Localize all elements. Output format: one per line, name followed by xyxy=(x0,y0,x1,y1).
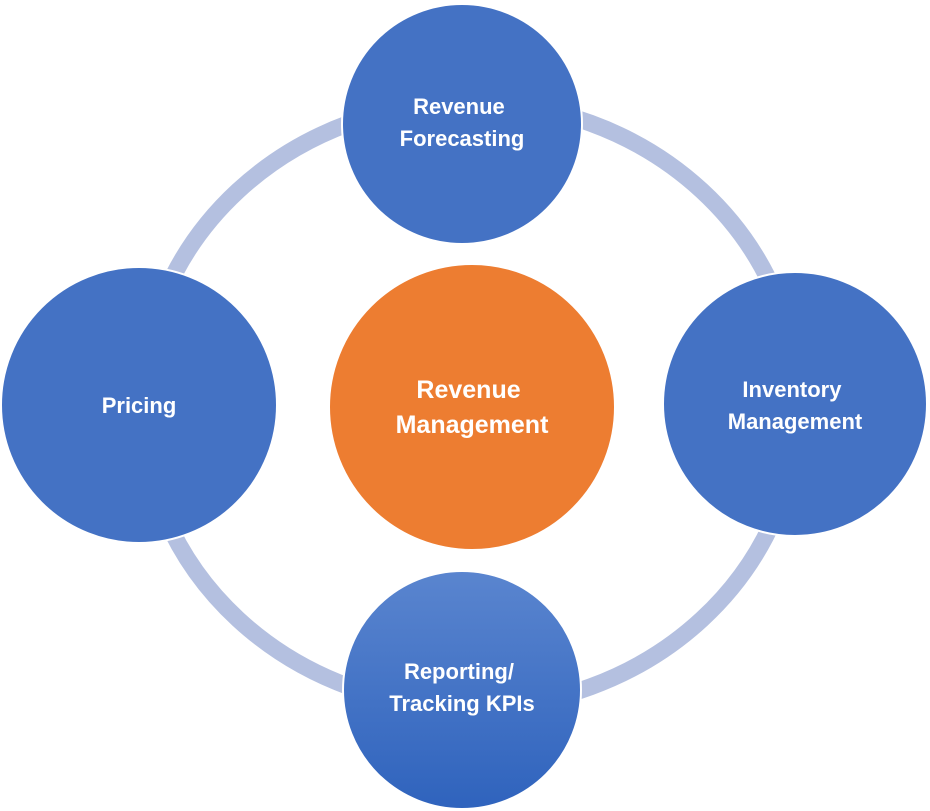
node-reporting-tracking-kpis-circle xyxy=(342,570,582,810)
node-reporting-tracking-kpis-label-line-2: Tracking KPIs xyxy=(389,691,535,716)
node-revenue-management-circle xyxy=(328,263,616,551)
node-reporting-tracking-kpis: Reporting/ Tracking KPIs xyxy=(342,570,582,810)
svg-text:Inventory Management: Inventory Management xyxy=(728,377,863,434)
node-pricing-label-line-1: Pricing xyxy=(102,393,177,418)
node-inventory-management-label-line-2: Management xyxy=(728,409,863,434)
node-revenue-management-label-line-1: Revenue xyxy=(416,376,520,404)
node-reporting-tracking-kpis-label-line-1: Reporting/ xyxy=(404,659,514,684)
svg-text:Revenue Management: Revenue Management xyxy=(396,376,549,439)
node-inventory-management-circle xyxy=(662,271,928,537)
svg-text:Reporting/ Tracking KPIs: Reporting/ Tracking KPIs xyxy=(389,659,535,716)
node-pricing-circle xyxy=(0,266,278,544)
node-revenue-forecasting-circle xyxy=(341,3,583,245)
node-inventory-management: Inventory Management xyxy=(662,271,928,537)
svg-text:Pricing: Pricing xyxy=(102,393,177,418)
node-revenue-forecasting: Revenue Forecasting xyxy=(341,3,583,245)
node-revenue-forecasting-label-line-1: Revenue xyxy=(413,94,505,119)
svg-text:Revenue Forecasting: Revenue Forecasting xyxy=(400,94,525,151)
node-pricing: Pricing xyxy=(0,266,278,544)
node-inventory-management-label-line-1: Inventory xyxy=(742,377,842,402)
node-revenue-forecasting-label-line-2: Forecasting xyxy=(400,126,525,151)
node-revenue-management-center: Revenue Management xyxy=(328,263,616,551)
node-revenue-management-label-line-2: Management xyxy=(396,411,549,439)
